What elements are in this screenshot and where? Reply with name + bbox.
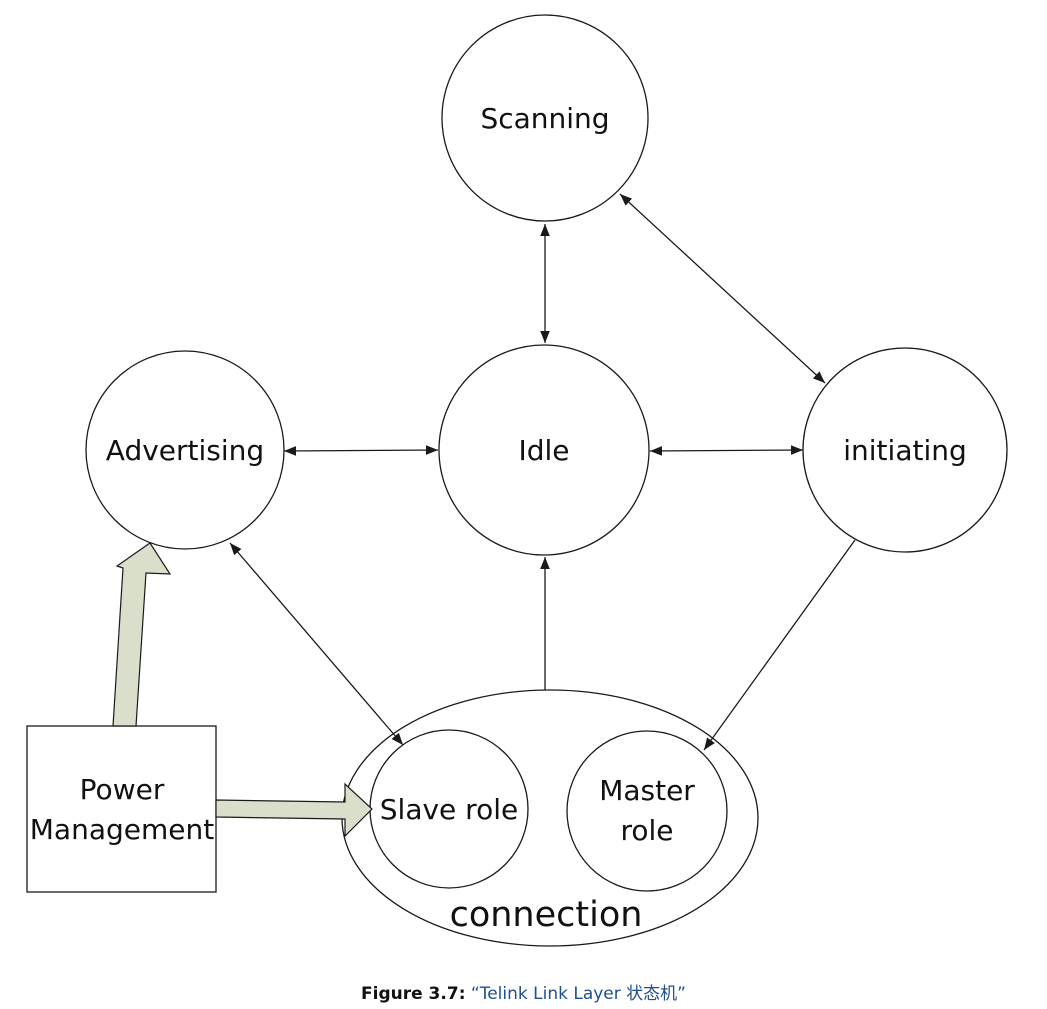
arrow-idle-initiating <box>649 445 804 456</box>
figure-caption: Figure 3.7: “Telink Link Layer 状态机” <box>0 982 1047 1006</box>
power-management-block: Power Management <box>26 725 217 893</box>
figure-title: “Telink Link Layer 状态机” <box>465 984 686 1004</box>
power-management-label-line1: Power <box>80 773 165 806</box>
state-master-role: Master role <box>566 730 728 892</box>
power-management-box <box>26 725 217 893</box>
advertising-label: Advertising <box>106 434 264 467</box>
state-connection: connection Slave role Master role <box>341 689 759 947</box>
scanning-circle <box>441 14 649 222</box>
idle-circle <box>438 344 650 556</box>
figure-number: Figure 3.7 <box>361 984 459 1004</box>
arrow-advertising-idle <box>283 445 439 456</box>
figure-colon: : <box>458 984 466 1004</box>
block-arrow-power-to-slave-role <box>215 782 373 838</box>
link-layer-state-diagram: Scanning Advertising Idle initiating con… <box>26 14 1008 947</box>
power-management-label-line2: Management <box>30 813 214 846</box>
scanning-label: Scanning <box>480 102 609 135</box>
slave-role-label: Slave role <box>380 793 518 826</box>
master-role-label-line1: Master <box>599 774 695 807</box>
initiating-label: initiating <box>843 434 967 467</box>
arrow-advertising-slave-role <box>229 542 404 746</box>
master-role-label-line2: role <box>620 814 673 847</box>
arrow-initiating-master-role <box>703 539 856 751</box>
state-idle: Idle <box>438 344 650 556</box>
arrow-scanning-initiating <box>619 193 826 384</box>
state-scanning: Scanning <box>441 14 649 222</box>
connection-label: connection <box>450 895 643 935</box>
master-role-circle <box>566 730 728 892</box>
state-initiating: initiating <box>802 347 1008 553</box>
state-advertising: Advertising <box>85 350 285 550</box>
state-slave-role: Slave role <box>369 729 529 889</box>
idle-label: Idle <box>518 434 569 467</box>
block-arrow-power-to-advertising <box>112 542 172 727</box>
